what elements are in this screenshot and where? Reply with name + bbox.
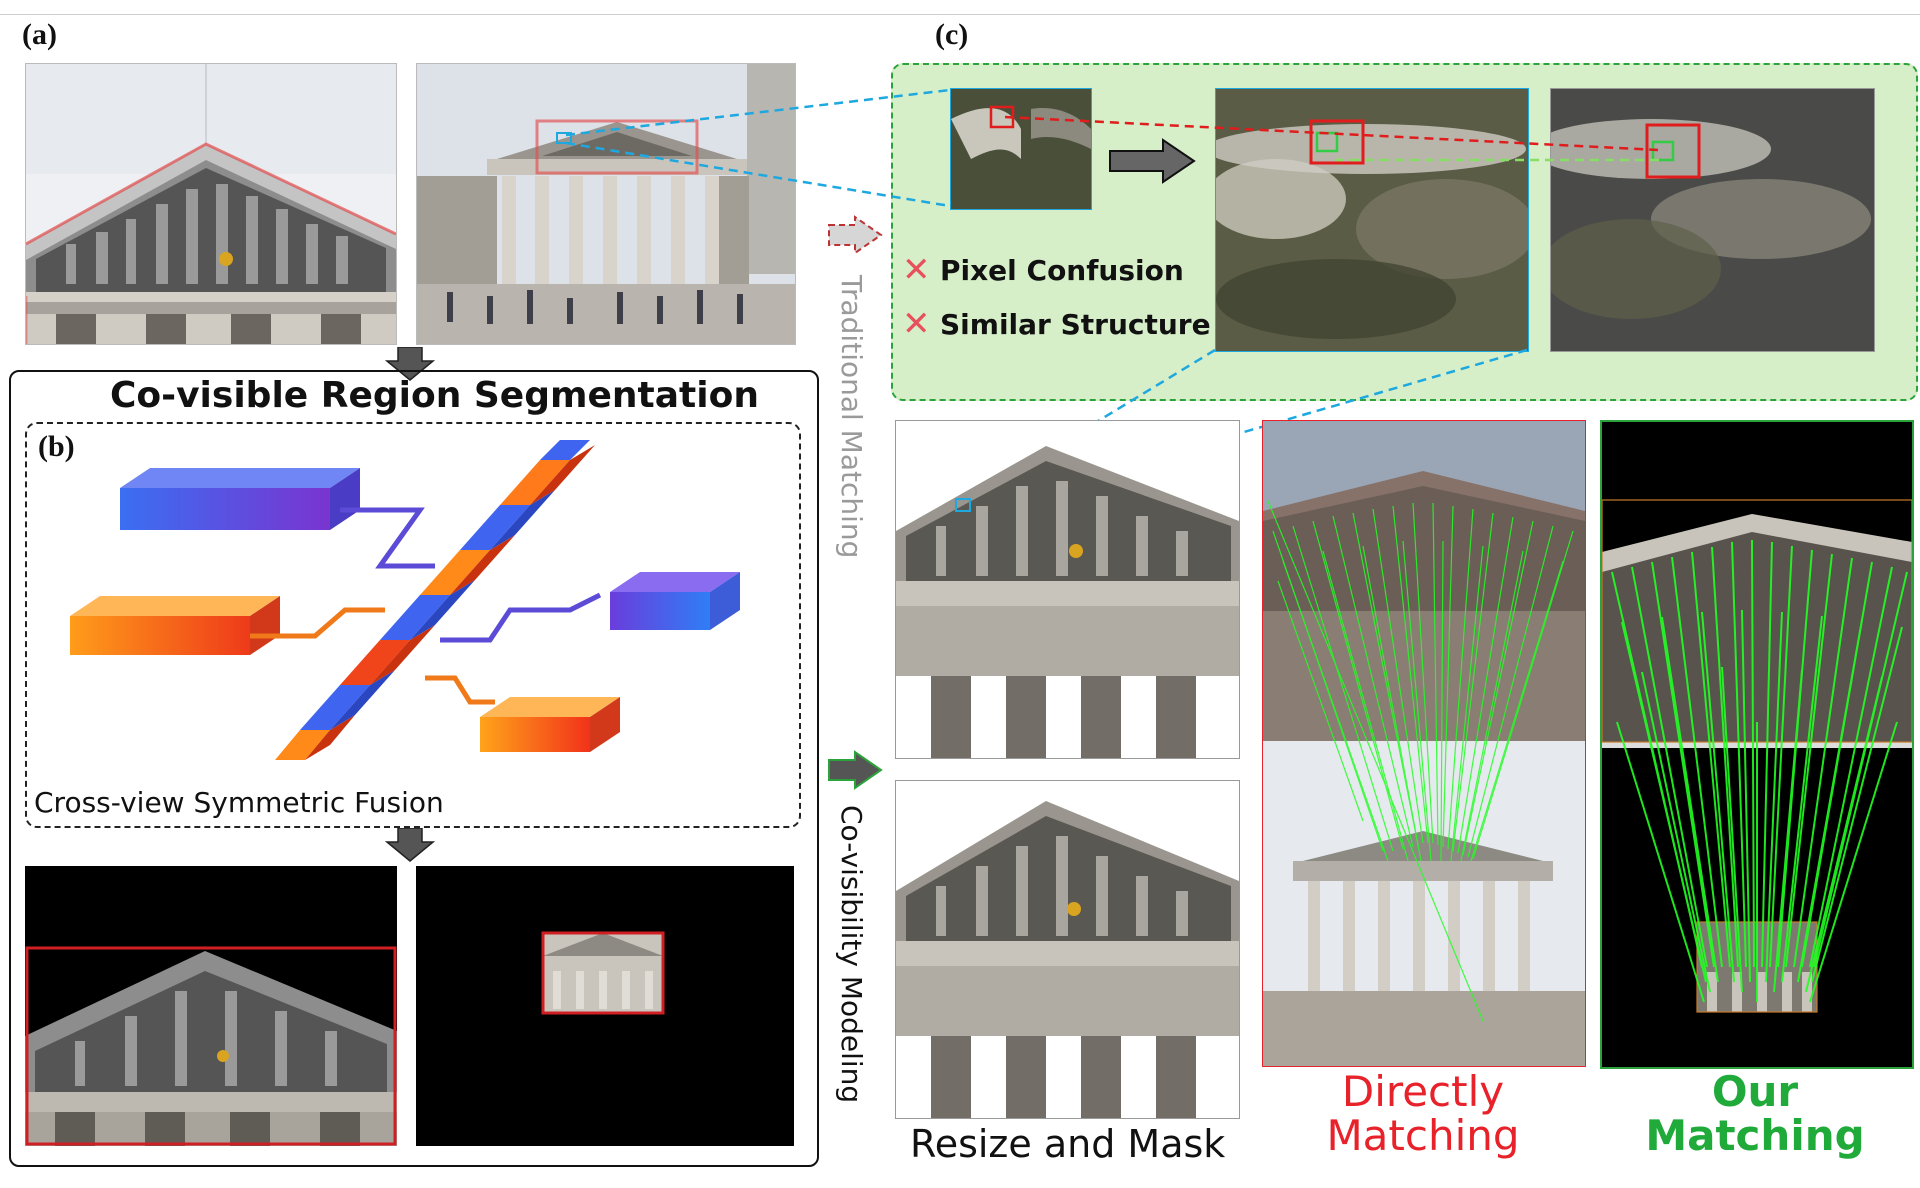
traditional-matching-label: Traditional Matching <box>835 275 868 559</box>
ours-caption: Our Matching <box>1600 1070 1910 1158</box>
cross-icon: ✕ <box>902 304 931 344</box>
fusion-caption: Cross-view Symmetric Fusion <box>34 786 444 819</box>
traditional-arrow-icon <box>828 215 883 255</box>
direct-matching-image <box>1262 420 1586 1067</box>
issue-item: ✕ Pixel Confusion <box>902 248 1211 292</box>
fusion-box <box>25 422 801 828</box>
zoomed-patch-source <box>1215 88 1529 352</box>
our-matching-image <box>1600 420 1914 1069</box>
zoom-arrow-icon <box>1109 138 1196 184</box>
label-b: (b) <box>38 430 75 463</box>
masked-image-closeup <box>25 866 397 1146</box>
target-image-museum <box>416 63 796 345</box>
covisibility-modeling-label: Co-visibility Modeling <box>835 805 868 1104</box>
resized-image-closeup <box>895 420 1240 759</box>
masked-image-museum <box>416 866 794 1146</box>
resize-caption: Resize and Mask <box>910 1122 1226 1166</box>
zoomed-patch-target <box>1550 88 1875 352</box>
label-c: (c) <box>935 18 969 51</box>
cross-icon: ✕ <box>902 250 931 290</box>
issue-list: ✕ Pixel Confusion ✕ Similar Structure <box>902 248 1211 346</box>
issue-text: Similar Structure <box>940 307 1211 341</box>
segmentation-title: Co-visible Region Segmentation <box>110 375 759 416</box>
source-image-closeup <box>25 63 397 345</box>
fusion-diagram <box>70 440 740 760</box>
top-divider <box>0 14 1920 15</box>
direct-caption-line2: Matching <box>1326 1111 1520 1160</box>
down-arrow-icon <box>385 828 435 862</box>
issue-item: ✕ Similar Structure <box>902 302 1211 346</box>
segmentation-box <box>9 370 819 1167</box>
ours-caption-line2: Matching <box>1645 1111 1865 1160</box>
label-a: (a) <box>22 18 57 51</box>
direct-caption: Directly Matching <box>1262 1070 1584 1158</box>
covisibility-arrow-icon <box>828 750 883 790</box>
query-patch <box>950 88 1092 210</box>
resized-image-museum <box>895 780 1240 1119</box>
issue-text: Pixel Confusion <box>940 253 1184 287</box>
ours-caption-line1: Our <box>1711 1067 1799 1116</box>
direct-caption-line1: Directly <box>1341 1067 1505 1116</box>
